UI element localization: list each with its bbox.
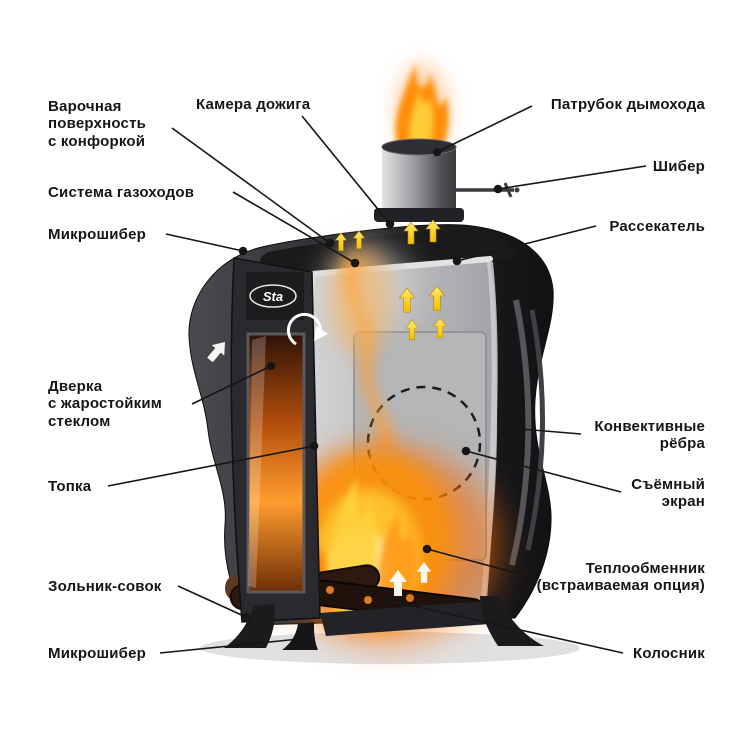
label-diffuser: Рассекатель xyxy=(609,218,705,235)
grate-area xyxy=(320,601,490,636)
label-convection-fins: Конвективные рёбра xyxy=(594,418,705,453)
leader-lines xyxy=(107,105,647,654)
stove-door: Sta xyxy=(230,257,321,623)
label-damper: Шибер xyxy=(652,158,705,175)
label-firebox: Топка xyxy=(48,478,92,495)
rising-flame xyxy=(326,245,410,452)
label-micro-damper-top: Микрошибер xyxy=(48,226,147,243)
label-gas-duct-system: Система газоходов xyxy=(48,184,195,201)
brand-badge xyxy=(249,284,297,308)
leader-dots xyxy=(238,147,526,644)
door-glass xyxy=(246,332,306,594)
chimney-pipe xyxy=(374,138,520,222)
air-intake-arrows xyxy=(203,312,328,366)
label-removable-screen: Съёмный экран xyxy=(631,476,705,511)
convection-fins xyxy=(509,299,546,566)
label-afterburn-chamber: Камера дожига xyxy=(196,96,311,113)
label-door: Дверка с жаростойким стеклом xyxy=(48,378,163,430)
brand-logo: Sta xyxy=(263,289,283,304)
label-grate: Колосник xyxy=(633,645,705,662)
label-cooking-surface: Варочная поверхность с конфоркой xyxy=(48,98,147,150)
label-micro-damper-bottom: Микрошибер xyxy=(48,645,147,662)
chimney-flame xyxy=(395,62,449,156)
label-chimney-pipe: Патрубок дымохода xyxy=(550,96,705,113)
label-ash-pan: Зольник-совок xyxy=(48,578,162,595)
label-heat-exchanger: Теплообменник (встраиваемая опция) xyxy=(536,560,705,595)
